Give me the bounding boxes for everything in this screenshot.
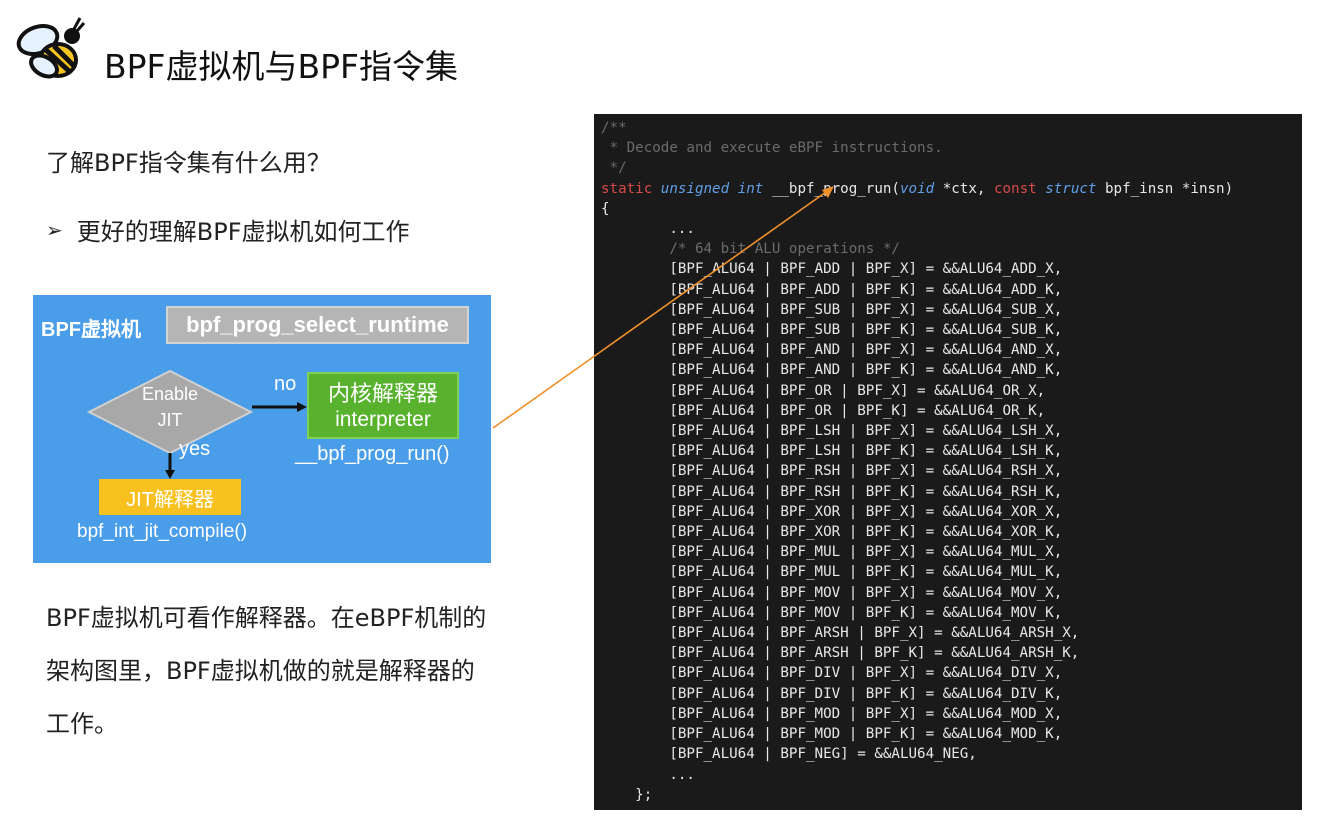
code-line: [BPF_ALU64 | BPF_NEG] = &&ALU64_NEG, <box>601 746 977 763</box>
code-line: [BPF_ALU64 | BPF_LSH | BPF_K] = &&ALU64_… <box>601 443 1063 460</box>
interpreter-line2: interpreter <box>335 408 431 431</box>
code-line: [BPF_ALU64 | BPF_DIV | BPF_K] = &&ALU64_… <box>601 685 1063 702</box>
jit-box: JIT解释器 <box>99 479 241 515</box>
code-line: [BPF_ALU64 | BPF_SUB | BPF_X] = &&ALU64_… <box>601 301 1063 318</box>
code-line: [BPF_ALU64 | BPF_ARSH | BPF_K] = &&ALU64… <box>601 645 1080 662</box>
code-line: [BPF_ALU64 | BPF_ARSH | BPF_X] = &&ALU64… <box>601 625 1080 642</box>
code-line: [BPF_ALU64 | BPF_XOR | BPF_X] = &&ALU64_… <box>601 503 1063 520</box>
decision-line1: Enable <box>141 384 199 404</box>
code-line: [BPF_ALU64 | BPF_AND | BPF_X] = &&ALU64_… <box>601 342 1063 359</box>
code-line: [BPF_ALU64 | BPF_MOV | BPF_X] = &&ALU64_… <box>601 584 1063 601</box>
code-int: int <box>737 180 764 197</box>
code-line: [BPF_ALU64 | BPF_MOV | BPF_K] = &&ALU64_… <box>601 604 1063 621</box>
code-line: [BPF_ALU64 | BPF_RSH | BPF_X] = &&ALU64_… <box>601 463 1063 480</box>
code-const: const <box>993 180 1037 197</box>
code-void: void <box>899 180 935 197</box>
code-static: static <box>601 180 653 197</box>
code-line: [BPF_ALU64 | BPF_AND | BPF_K] = &&ALU64_… <box>601 362 1063 379</box>
code-line: [BPF_ALU64 | BPF_XOR | BPF_K] = &&ALU64_… <box>601 524 1063 541</box>
code-line: [BPF_ALU64 | BPF_OR | BPF_K] = &&ALU64_O… <box>601 402 1046 419</box>
diagram-shapes <box>86 369 307 479</box>
code-comment-body: * Decode and execute eBPF instructions. <box>601 140 943 157</box>
code-line: [BPF_ALU64 | BPF_MOD | BPF_X] = &&ALU64_… <box>601 705 1063 722</box>
decision-line2: JIT <box>157 410 183 430</box>
interpreter-func: __bpf_prog_run() <box>295 443 450 465</box>
code-struct: struct <box>1045 180 1097 197</box>
code-func-name: __bpf_prog_run( <box>763 180 900 197</box>
question-text: 了解BPF指令集有什么用？ <box>46 149 331 177</box>
bullet-text: 更好的理解BPF虚拟机如何工作 <box>76 218 410 246</box>
code-ctx: *ctx, <box>934 180 994 197</box>
code-sig-rest: bpf_insn *insn) <box>1096 180 1234 197</box>
code-brace-open: { <box>601 200 610 217</box>
no-arrowhead <box>297 402 307 412</box>
bullet-item: ➢ 更好的理解BPF虚拟机如何工作 <box>46 212 410 247</box>
code-block: /** * Decode and execute eBPF instructio… <box>594 114 1302 805</box>
yes-label: yes <box>179 438 211 460</box>
yes-arrowhead <box>165 470 175 479</box>
code-line: [BPF_ALU64 | BPF_DIV | BPF_X] = &&ALU64_… <box>601 665 1063 682</box>
code-line: [BPF_ALU64 | BPF_OR | BPF_X] = &&ALU64_O… <box>601 382 1046 399</box>
page-title: BPF虚拟机与BPF指令集 <box>104 47 459 86</box>
interpreter-box: 内核解释器 interpreter <box>307 372 459 439</box>
jit-func: bpf_int_jit_compile() <box>77 521 248 542</box>
bee-icon <box>16 17 86 79</box>
runtime-box: bpf_prog_select_runtime <box>166 306 469 344</box>
code-line: [BPF_ALU64 | BPF_MOD | BPF_K] = &&ALU64_… <box>601 726 1063 743</box>
code-unsigned: unsigned <box>660 180 730 197</box>
code-line: [BPF_ALU64 | BPF_MUL | BPF_K] = &&ALU64_… <box>601 564 1063 581</box>
diagram-label: BPF虚拟机 <box>41 319 141 341</box>
code-ellipsis-top: ... <box>601 221 695 238</box>
no-label: no <box>274 373 297 395</box>
code-comment-close: */ <box>601 160 627 177</box>
description-text: BPF虚拟机可看作解释器。在eBPF机制的架构图里，BPF虚拟机做的就是解释器的… <box>46 604 487 738</box>
code-line: [BPF_ALU64 | BPF_ADD | BPF_K] = &&ALU64_… <box>601 281 1063 298</box>
decision-text: Enable JIT <box>125 381 215 433</box>
code-panel: /** * Decode and execute eBPF instructio… <box>594 114 1302 810</box>
code-brace-close: }; <box>601 786 653 803</box>
code-comment-open: /** <box>601 120 627 136</box>
interpreter-line1: 内核解释器 <box>327 381 438 406</box>
code-line: [BPF_ALU64 | BPF_SUB | BPF_K] = &&ALU64_… <box>601 322 1063 339</box>
code-line: [BPF_ALU64 | BPF_RSH | BPF_K] = &&ALU64_… <box>601 483 1063 500</box>
arrow-bullet-icon: ➢ <box>46 217 63 242</box>
code-line: [BPF_ALU64 | BPF_ADD | BPF_X] = &&ALU64_… <box>601 261 1063 278</box>
code-line: [BPF_ALU64 | BPF_MUL | BPF_X] = &&ALU64_… <box>601 544 1063 561</box>
code-line: [BPF_ALU64 | BPF_LSH | BPF_X] = &&ALU64_… <box>601 423 1063 440</box>
code-ellipsis-bottom: ... <box>601 766 695 783</box>
code-alu-comment: /* 64 bit ALU operations */ <box>601 241 900 258</box>
bpf-vm-diagram: BPF虚拟机 bpf_prog_select_runtime Enable JI… <box>33 295 491 563</box>
